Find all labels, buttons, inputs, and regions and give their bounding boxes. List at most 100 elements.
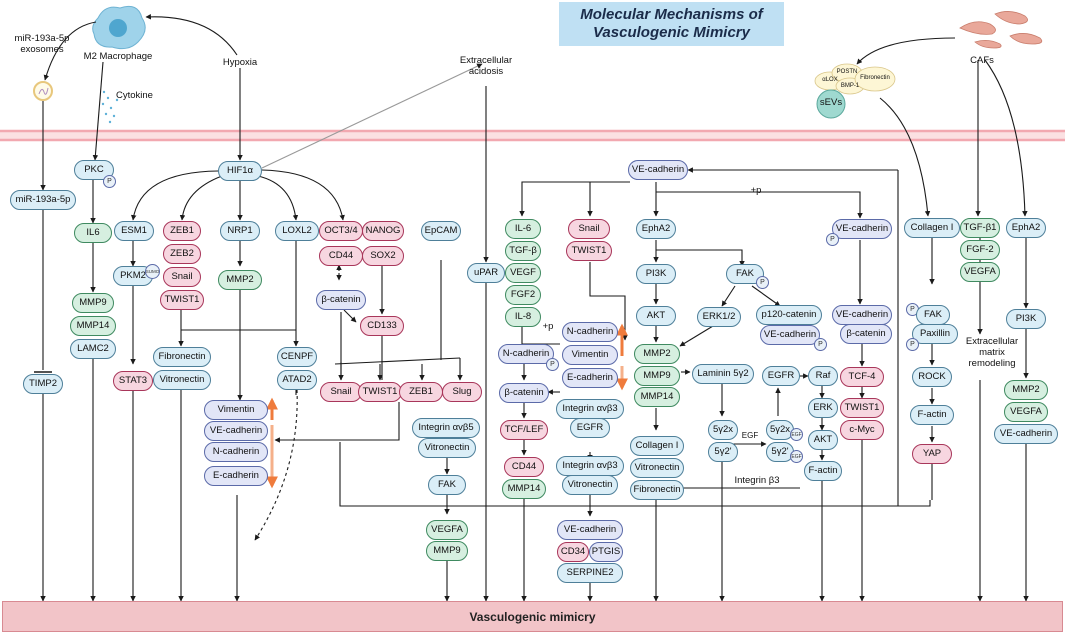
diagram-title: Molecular Mechanisms of Vasculogenic Mim… xyxy=(559,2,784,46)
node-twist1-c: TWIST1 xyxy=(566,241,612,261)
node-sox2: SOX2 xyxy=(362,246,404,266)
node-pi3k-b: PI3K xyxy=(1006,309,1046,329)
node-oct34: OCT3/4 xyxy=(319,221,363,241)
macrophage-icon xyxy=(92,5,146,50)
node-serpine2: SERPINE2 xyxy=(557,563,623,583)
title-line-1: Molecular Mechanisms of xyxy=(580,6,763,23)
bmp1-label: BMP-1 xyxy=(840,83,860,89)
node-vitronectin-c: Vitronectin xyxy=(562,475,618,495)
node-vitronectin-d: Vitronectin xyxy=(630,458,684,478)
node-cd44-a: CD44 xyxy=(319,246,363,266)
node-mmp9-b: MMP9 xyxy=(634,366,680,386)
node-akt-a: AKT xyxy=(636,306,676,326)
node-vecadherin-top: VE-cadherin xyxy=(628,160,688,180)
node-ptgis: PTGIS xyxy=(589,542,623,562)
title-line-2: Vasculogenic Mimicry xyxy=(592,24,750,41)
node-collagen-a: Collagen I xyxy=(630,436,684,456)
node-vimentin-b: Vimentin xyxy=(562,345,618,365)
node-integrin-avb3-a: Integrin αvβ3 xyxy=(556,399,624,419)
node-epha2-a: EphA2 xyxy=(636,219,676,239)
node-pi3k-a: PI3K xyxy=(636,264,676,284)
node-vecadherin-c: VE-cadherin xyxy=(760,325,820,345)
node-egfr-b: EGFR xyxy=(762,366,800,386)
node-cd34: CD34 xyxy=(557,542,589,562)
node-vecadherin-a: VE-cadherin xyxy=(204,421,268,441)
node-fak-b: FAK xyxy=(726,264,764,284)
phospho-badge-pkc: P xyxy=(103,175,116,188)
node-paxillin: Paxillin xyxy=(912,324,958,344)
node-vegf-a: VEGF xyxy=(505,263,541,283)
node-ncadherin-c: N-cadherin xyxy=(562,322,618,342)
exosome-icon xyxy=(33,81,53,101)
node-mmp2-b: MMP2 xyxy=(634,344,680,364)
node-timp2: TIMP2 xyxy=(23,374,63,394)
node-rock: ROCK xyxy=(912,367,952,387)
hypoxia-label: Hypoxia xyxy=(222,57,258,68)
footer-label: Vasculogenic mimicry xyxy=(469,609,596,624)
node-laminin-5g2: Laminin 5γ2 xyxy=(692,364,754,384)
node-vecadherin-e: VE-cadherin xyxy=(832,305,892,325)
node-esm1: ESM1 xyxy=(114,221,154,241)
node-il6-b: IL-6 xyxy=(505,219,541,239)
mir-exosomes-label: miR-193a-5p exosomes xyxy=(14,33,70,55)
node-ecadherin-b: E-cadherin xyxy=(562,368,618,388)
node-vitronectin-a: Vitronectin xyxy=(153,370,211,390)
fibronectin-sev-label: Fibronectin xyxy=(860,75,890,81)
node-snail-a: Snail xyxy=(163,267,201,287)
node-lamc2: LAMC2 xyxy=(70,339,116,359)
node-vecadherin-d: VE-cadherin xyxy=(832,219,892,239)
node-vegfa-a: VEGFA xyxy=(426,520,468,540)
node-mmp9-left: MMP9 xyxy=(72,293,114,313)
node-mmp2-a: MMP2 xyxy=(218,270,262,290)
node-mmp14-left: MMP14 xyxy=(70,316,116,336)
node-fgf2-b: FGF-2 xyxy=(960,240,1000,260)
egf-label: EGF xyxy=(741,431,759,440)
vasculogenic-mimicry-bar: Vasculogenic mimicry xyxy=(2,601,1063,632)
node-5g2x-b: 5γ2x xyxy=(766,420,794,440)
alox-label: αLOX xyxy=(822,77,838,83)
node-slug: Slug xyxy=(442,382,482,402)
node-p120-catenin: p120-catenin xyxy=(756,305,822,325)
node-pkm2: PKM2 xyxy=(113,266,153,286)
node-vegfa-c: VEGFA xyxy=(1004,402,1048,422)
cell-membrane xyxy=(0,129,1065,142)
node-ncadherin-a: N-cadherin xyxy=(204,442,268,462)
node-pkc: PKC xyxy=(74,160,114,180)
node-mmp9-a: MMP9 xyxy=(426,541,468,561)
node-vecadherin-b: VE-cadherin xyxy=(557,520,623,540)
node-loxl2: LOXL2 xyxy=(275,221,319,241)
sevs-label: sEVs xyxy=(819,97,843,108)
node-zeb1-b: ZEB1 xyxy=(399,382,443,402)
phospho-badge-vecad-c: P xyxy=(814,338,827,351)
phospho-badge-ncad: P xyxy=(546,358,559,371)
node-akt-b: AKT xyxy=(808,430,838,450)
node-fak-c: FAK xyxy=(916,305,950,325)
node-twist1-b: TWIST1 xyxy=(358,382,402,402)
phospho-badge-fak-b: P xyxy=(756,276,769,289)
cytokine-label: Cytokine xyxy=(116,90,153,101)
caf-cells-icon xyxy=(959,11,1043,49)
node-vegfa-b: VEGFA xyxy=(960,262,1000,282)
m2-macrophage-label: M2 Macrophage xyxy=(83,51,153,62)
node-beta-catenin-b: β-catenin xyxy=(499,383,549,403)
node-fgf2-a: FGF2 xyxy=(505,285,541,305)
node-c-myc: c-Myc xyxy=(840,420,884,440)
node-5g2p-a: 5γ2' xyxy=(708,442,738,462)
ecm-remodeling-label: Extracellular matrix remodeling xyxy=(965,336,1019,369)
node-il8: IL-8 xyxy=(505,307,541,327)
node-beta-catenin-a: β-catenin xyxy=(316,290,366,310)
node-tgfb1: TGF-β1 xyxy=(960,218,1000,238)
node-mmp2-c: MMP2 xyxy=(1004,380,1048,400)
node-atad2: ATAD2 xyxy=(277,370,317,390)
node-twist1-a: TWIST1 xyxy=(160,290,204,310)
node-fibronectin-a: Fibronectin xyxy=(153,347,211,367)
phospho-badge-paxillin: P xyxy=(906,338,919,351)
cytokine-dots xyxy=(101,90,119,124)
emt-arrows xyxy=(266,323,628,489)
acidosis-label: Extracellular acidosis xyxy=(459,55,513,77)
node-fak-a: FAK xyxy=(428,475,466,495)
node-upar: uPAR xyxy=(467,263,505,283)
node-hif1a: HIF1α xyxy=(218,161,262,181)
plus-p-label-top: +p xyxy=(750,185,762,196)
node-erk: ERK xyxy=(808,398,838,418)
